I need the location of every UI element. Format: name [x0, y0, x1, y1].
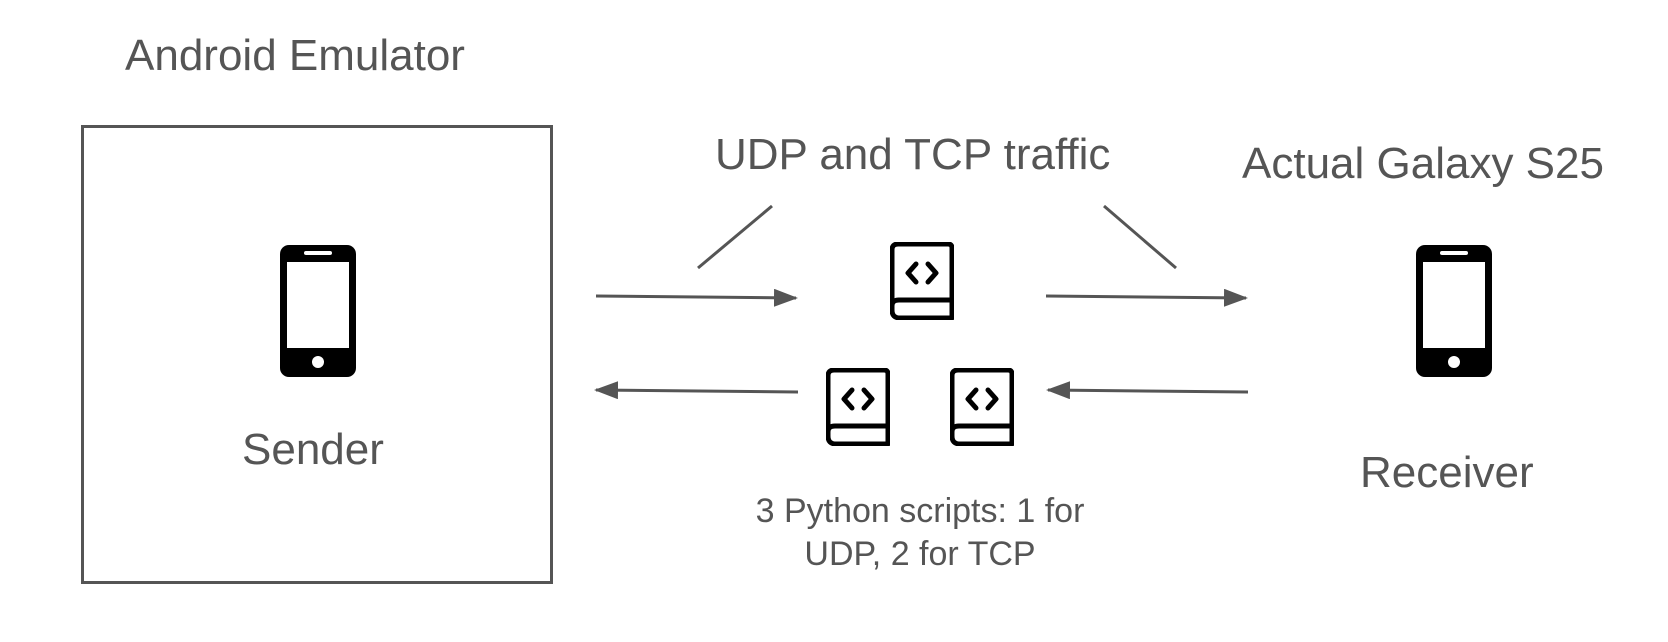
- arrow-sender-to-scripts: [595, 288, 798, 307]
- scripts-caption-line1: 3 Python scripts: 1 for: [755, 492, 1085, 530]
- tcp-script-code-icon: [950, 368, 1014, 446]
- sender-label: Sender: [242, 425, 384, 474]
- tcp-script-code-icon: [826, 368, 890, 446]
- traffic-title: UDP and TCP traffic: [715, 130, 1111, 179]
- receiver-smartphone-icon: [1416, 245, 1492, 377]
- receiver-device-title: Actual Galaxy S25: [1242, 139, 1604, 188]
- scripts-caption-line2: UDP, 2 for TCP: [804, 535, 1036, 573]
- scripts-caption: 3 Python scripts: 1 for UDP, 2 for TCP: [720, 490, 1120, 576]
- arrow-scripts-to-sender: [594, 381, 799, 400]
- emulator-box: [81, 125, 553, 584]
- arrow-scripts-to-receiver: [1045, 288, 1248, 307]
- traffic-callout-line-left: [697, 204, 773, 270]
- emulator-title: Android Emulator: [125, 31, 465, 80]
- udp-script-code-icon: [890, 242, 954, 320]
- receiver-label: Receiver: [1360, 448, 1534, 497]
- sender-smartphone-icon: [280, 245, 356, 377]
- traffic-callout-line-right: [1103, 204, 1177, 270]
- arrow-receiver-to-scripts: [1046, 381, 1249, 400]
